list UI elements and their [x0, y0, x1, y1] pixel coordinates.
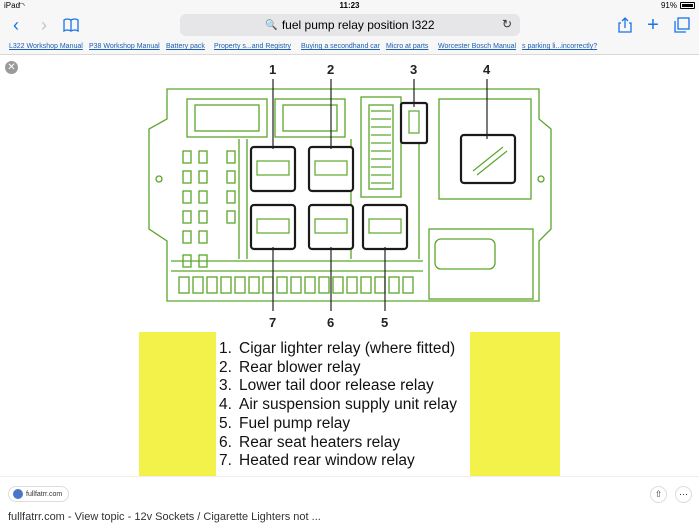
relay-1 — [249, 145, 297, 193]
legend-item: 5.Fuel pump relay — [219, 414, 351, 432]
share-button[interactable] — [615, 15, 635, 35]
bookmark-item[interactable]: s parking li...incorrectly? — [522, 43, 598, 50]
reload-icon[interactable]: ↻ — [501, 17, 512, 31]
page-title[interactable]: fullfatrr.com - View topic - 12v Sockets… — [8, 511, 321, 523]
image-viewer: ✕ — [0, 55, 699, 476]
legend-item: 3.Lower tail door release relay — [219, 377, 434, 395]
callout-7: 7 — [269, 315, 276, 330]
share-icon: ⇧ — [654, 489, 663, 499]
chevron-right-icon: › — [41, 14, 47, 35]
battery-icon — [680, 2, 695, 9]
search-query: fuel pump relay position l322 — [281, 18, 435, 32]
chevron-left-icon: ‹ — [13, 14, 19, 35]
source-domain: fullfatrr.com — [26, 490, 63, 498]
bookmark-item[interactable]: L322 Workshop Manual — [9, 43, 83, 50]
relay-3 — [399, 101, 429, 145]
status-bar: iPad ◠ 11:23 91% — [0, 0, 699, 11]
callout-5: 5 — [381, 315, 388, 330]
legend-item: 4.Air suspension supply unit relay — [219, 396, 457, 414]
legend-item: 6.Rear seat heaters relay — [219, 433, 401, 451]
legend-item: 7.Heated rear window relay — [219, 452, 415, 470]
bookmarks-button[interactable] — [61, 15, 81, 35]
device-label: iPad — [4, 1, 21, 10]
share-image-button[interactable]: ⇧ — [650, 486, 667, 503]
callout-3: 3 — [410, 62, 417, 77]
relay-7 — [249, 203, 297, 251]
bookmarks-bar: L322 Workshop Manual P38 Workshop Manual… — [0, 40, 699, 55]
close-icon[interactable]: ✕ — [5, 61, 18, 74]
bookmark-item[interactable]: Worcester Bosch Manual — [438, 43, 517, 50]
bookmark-item[interactable]: Battery pack — [166, 43, 205, 50]
callout-4: 4 — [483, 62, 491, 77]
more-icon: ⋯ — [679, 489, 688, 499]
browser-toolbar: ‹ › 🔍 fuel pump relay position l322 ↻ + — [0, 11, 699, 40]
address-bar[interactable]: 🔍 fuel pump relay position l322 ↻ — [180, 14, 520, 36]
housing-outline — [148, 88, 552, 302]
forward-button[interactable]: › — [34, 15, 54, 35]
bookmark-item[interactable]: Buying a secondhand car — [301, 43, 380, 50]
relay-6 — [307, 203, 355, 251]
wifi-icon: ◠ — [18, 1, 25, 10]
new-tab-button[interactable]: + — [643, 13, 663, 36]
more-options-button[interactable]: ⋯ — [675, 486, 692, 503]
share-icon — [618, 17, 632, 33]
legend-highlight-right — [470, 332, 560, 476]
callout-1: 1 — [269, 62, 276, 77]
source-link[interactable]: fullfatrr.com — [8, 486, 70, 502]
relay-5 — [361, 203, 409, 251]
globe-icon — [13, 489, 23, 499]
relay-legend: 1.Cigar lighter relay (where fitted) 2.R… — [139, 332, 560, 476]
back-button[interactable]: ‹ — [6, 15, 26, 35]
battery-percent: 91% — [660, 1, 677, 10]
legend-item: 2.Rear blower relay — [219, 358, 361, 376]
relay-blocks — [249, 101, 517, 251]
bookmark-item[interactable]: Micro at parts — [386, 43, 429, 50]
image-footer: fullfatrr.com ⇧ ⋯ fullfatrr.com - View t… — [0, 476, 699, 524]
legend-list: 1.Cigar lighter relay (where fitted) 2.R… — [219, 340, 457, 471]
tabs-button[interactable] — [672, 15, 692, 35]
legend-item: 1.Cigar lighter relay (where fitted) — [219, 340, 456, 357]
clock: 11:23 — [339, 1, 360, 10]
search-icon: 🔍 — [265, 19, 278, 31]
legend-highlight-left — [139, 332, 216, 476]
bookmark-item[interactable]: Property s...and Registry — [214, 43, 292, 50]
callout-6: 6 — [327, 315, 334, 330]
tabs-icon — [674, 17, 690, 33]
book-icon — [63, 18, 79, 32]
relay-2 — [307, 145, 355, 193]
fuse-box-diagram: 1 2 3 4 7 6 5 — [148, 62, 552, 330]
plus-icon: + — [647, 13, 659, 36]
callout-2: 2 — [327, 62, 334, 77]
bookmark-item[interactable]: P38 Workshop Manual — [89, 43, 160, 50]
